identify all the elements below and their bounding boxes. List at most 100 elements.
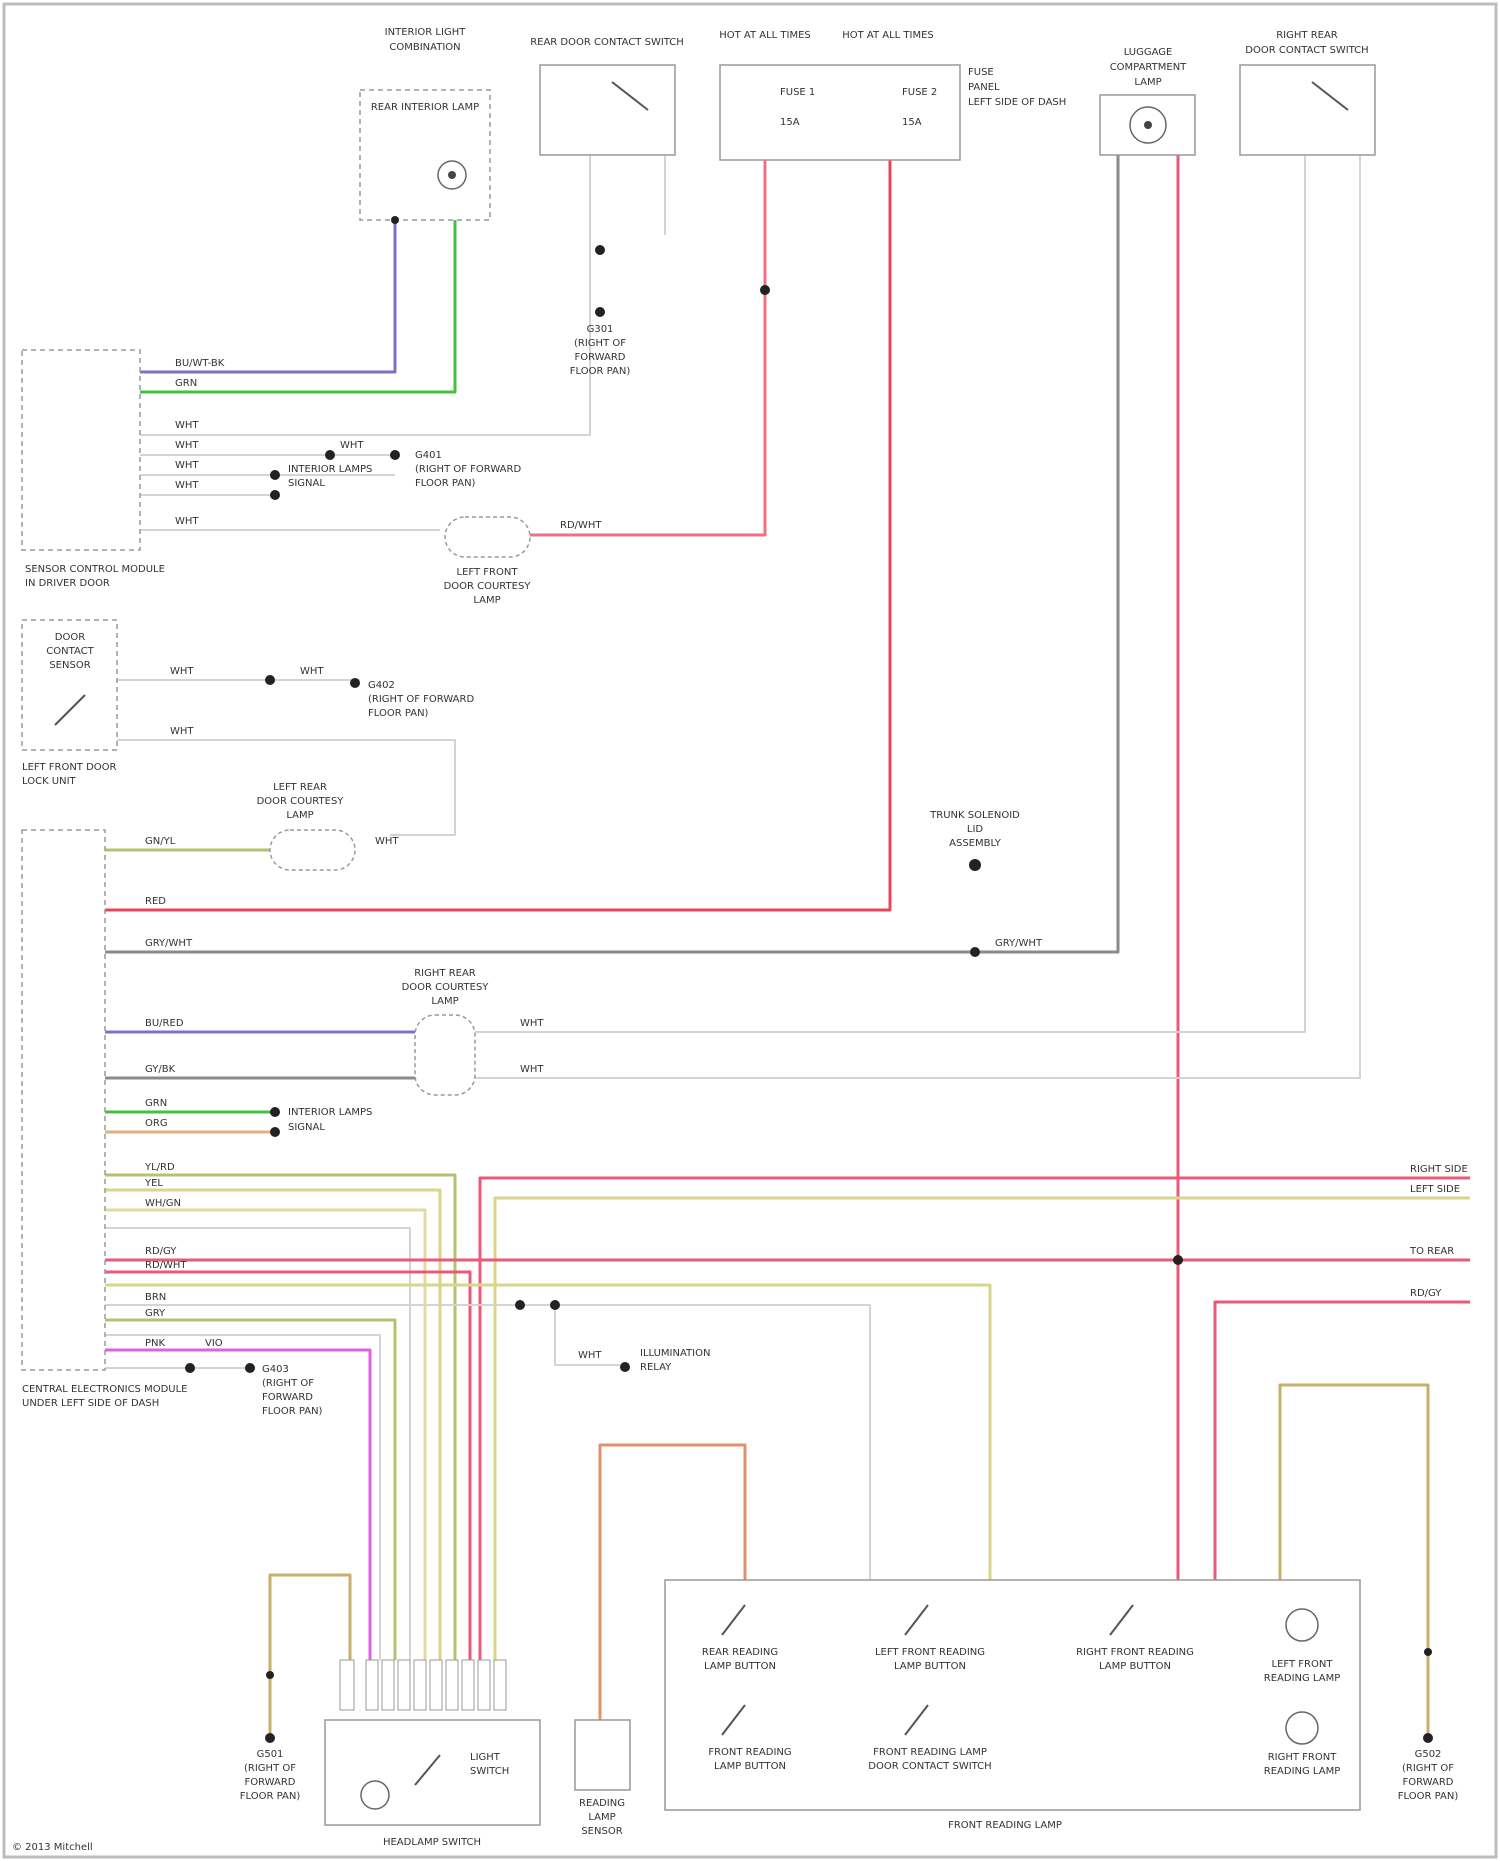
wire-red-fuse1 <box>530 150 765 535</box>
left-front-lamp-box <box>445 517 530 557</box>
relay-note-3: INTERIOR LAMPS <box>288 1107 372 1118</box>
central-module-box <box>22 830 105 1370</box>
lr-lamp-name-1: LEFT REAR <box>273 782 327 793</box>
right-rear-lamp-box <box>415 1015 475 1095</box>
wire-label-red-wht: RD/WHT <box>560 520 602 531</box>
relay-note-1: INTERIOR LAMPS <box>288 464 372 475</box>
connector-pin <box>478 1660 490 1710</box>
wire-label-wht-3: WHT <box>175 460 199 471</box>
rr-door-switch-title-2: DOOR CONTACT SWITCH <box>1245 45 1368 56</box>
connector-pin <box>462 1660 474 1710</box>
wire-red-long-mid2 <box>105 1272 470 1660</box>
wire-purple-interior <box>140 220 395 372</box>
sensor-name-3: SENSOR <box>581 1826 622 1837</box>
headlamp-inner-2: SWITCH <box>470 1766 509 1777</box>
wire-label-wht-7: WHT <box>170 666 194 677</box>
wire-label-right-4: RD/GY <box>1410 1288 1442 1299</box>
ground-sensor-1: G402 <box>368 680 395 691</box>
left-rear-lamp-box <box>270 830 355 870</box>
fuse-panel-side-1: FUSE <box>968 67 994 78</box>
relay-note-4: SIGNAL <box>288 1122 325 1133</box>
wire-label-pnk: PNK <box>145 1338 166 1349</box>
wire-pink-right <box>1215 1302 1470 1580</box>
reading-lamp-sensor-box <box>575 1720 630 1790</box>
ground-dot <box>390 450 400 460</box>
lamp2-label-2: READING LAMP <box>1264 1766 1340 1777</box>
wire-label-wht-2: WHT <box>175 440 199 451</box>
trunk-name-2: LID <box>967 824 984 835</box>
wire-label-org: ORG <box>145 1118 168 1129</box>
ground-central-1: G403 <box>262 1364 289 1375</box>
ground-central-2: (RIGHT OF <box>262 1378 314 1389</box>
ground-module-2: (RIGHT OF FORWARD <box>415 464 521 475</box>
connector-pin <box>340 1660 354 1710</box>
headlamp-switch-name: HEADLAMP SWITCH <box>383 1837 481 1848</box>
sensor-name-2: LAMP <box>588 1812 615 1823</box>
lf-lamp-name-1: LEFT FRONT <box>457 567 519 578</box>
rear-door-switch-box <box>540 65 675 155</box>
ground-bl-3: FORWARD <box>245 1777 296 1788</box>
fuse-block-box <box>720 65 960 160</box>
front-reading-lamp-box <box>665 1580 1360 1810</box>
connector-pin <box>366 1660 378 1710</box>
left-front-reading-lamp-icon <box>1286 1609 1318 1641</box>
luggage-lamp-title-1: LUGGAGE <box>1124 47 1173 58</box>
sensor-module-name-2: IN DRIVER DOOR <box>25 578 110 589</box>
wire-label-wht-10: WHT <box>375 836 399 847</box>
lamp1-label-2: READING LAMP <box>1264 1673 1340 1684</box>
wire-label-wht-6: WHT <box>340 440 364 451</box>
ground-dot <box>245 1363 255 1373</box>
btn3-label-1: RIGHT FRONT READING <box>1076 1647 1194 1658</box>
btn4-label-2: LAMP BUTTON <box>714 1761 786 1772</box>
splice-dot <box>595 245 605 255</box>
ground-dot <box>350 678 360 688</box>
connector-pin <box>430 1660 442 1710</box>
wire-yellow-hs3 <box>105 1210 425 1660</box>
btn2-label-2: LAMP BUTTON <box>894 1661 966 1672</box>
relay-name-1: ILLUMINATION <box>640 1348 710 1359</box>
front-reading-lamp-footer: FRONT READING LAMP <box>948 1820 1062 1831</box>
fuse-b-label: FUSE 2 <box>902 87 937 98</box>
lamp1-label-1: LEFT FRONT <box>1272 1659 1334 1670</box>
wire-label-gry-2: GRY <box>145 1308 166 1319</box>
sensor-title-3: SENSOR <box>49 660 90 671</box>
wire-magenta <box>105 1350 370 1660</box>
splice-dot <box>970 947 980 957</box>
ground-bl-4: FLOOR PAN) <box>240 1791 301 1802</box>
connector-pin <box>446 1660 458 1710</box>
lf-lamp-name-3: LAMP <box>473 595 500 606</box>
sensor-module-upper-box <box>22 350 140 550</box>
splice-dot <box>266 1671 274 1679</box>
wire-label-red-gry: RD/GY <box>145 1246 177 1257</box>
headlamp-inner-1: LIGHT <box>470 1752 501 1763</box>
wire-yellow-reading <box>105 1285 990 1580</box>
lr-lamp-name-2: DOOR COURTESY <box>257 796 345 807</box>
wire-label-yel: YEL <box>144 1178 163 1189</box>
ground-bl-1: G501 <box>257 1749 284 1760</box>
wire-label-wht-13: WHT <box>578 1350 602 1361</box>
headlamp-connector-pins <box>340 1660 506 1710</box>
wire-label-gry-wht: GRY/WHT <box>145 938 193 949</box>
central-module-name-1: CENTRAL ELECTRONICS MODULE <box>22 1384 188 1395</box>
central-module-name-2: UNDER LEFT SIDE OF DASH <box>22 1398 159 1409</box>
ground-central-3: FORWARD <box>262 1392 313 1403</box>
sensor-name-1: READING <box>579 1798 625 1809</box>
connector-pin <box>398 1660 410 1710</box>
luggage-lamp-title-3: LAMP <box>1134 77 1161 88</box>
btn5-label-1: FRONT READING LAMP <box>873 1747 987 1758</box>
fuse-a-label: FUSE 1 <box>780 87 815 98</box>
fuse-panel-side-2: PANEL <box>968 82 1000 93</box>
wire-label-red-2: RED <box>145 896 166 907</box>
wire-label-purple: BU/WT-BK <box>175 358 225 369</box>
splice-dot <box>270 470 280 480</box>
fuse-block-title-1: HOT AT ALL TIMES <box>719 30 811 41</box>
wire-label-grn-yel: GN/YL <box>145 836 176 847</box>
rr-lamp-name-3: LAMP <box>431 996 458 1007</box>
wire-label-right-2: LEFT SIDE <box>1410 1184 1460 1195</box>
ground-upper-4: FLOOR PAN) <box>570 366 631 377</box>
splice-dot <box>1424 1648 1432 1656</box>
wire-label-gry-wht-2: GRY/WHT <box>995 938 1043 949</box>
btn3-label-2: LAMP BUTTON <box>1099 1661 1171 1672</box>
interior-light-title-1: INTERIOR LIGHT <box>385 27 467 38</box>
relay-name-2: RELAY <box>640 1362 672 1373</box>
